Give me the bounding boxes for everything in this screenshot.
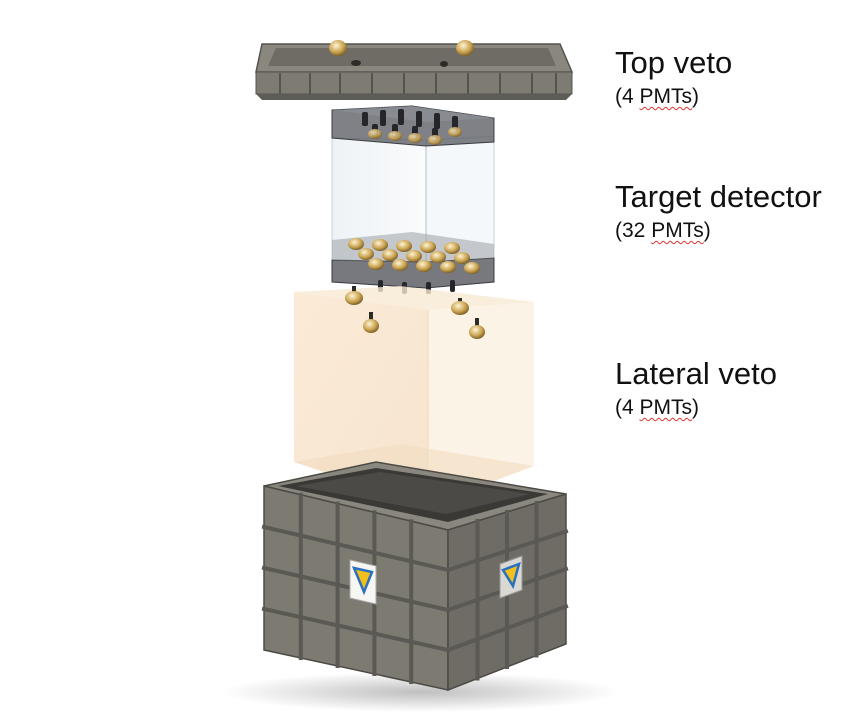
- lateral-veto-pmts: [345, 286, 485, 339]
- label-target-detector: Target detector (32 PMTs): [615, 180, 822, 244]
- label-lateral-veto: Lateral veto (4 PMTs): [615, 357, 777, 421]
- label-top-veto-title: Top veto: [615, 45, 733, 80]
- target-pmt-dome: [358, 248, 374, 260]
- outer-tank: [220, 461, 620, 712]
- target-pmt-dome: [430, 251, 446, 263]
- label-lateral-veto-pmts: (4 PMTs): [615, 396, 700, 419]
- target-top-pmts: [362, 109, 462, 145]
- label-top-veto-pmts: (4 PMTs): [615, 85, 700, 108]
- target-pmt-dome: [392, 259, 408, 271]
- tank-rib: [445, 603, 569, 653]
- tank-ribs: [261, 492, 569, 684]
- target-pmt-dome: [416, 260, 432, 272]
- target-pmt-dome: [382, 249, 398, 261]
- tank-logo-front: [349, 559, 377, 605]
- top-veto-lid: [255, 40, 574, 100]
- label-target-detector-title: Target detector: [615, 179, 822, 214]
- target-pmt-dome: [464, 262, 480, 274]
- target-pmt-dome: [396, 240, 412, 252]
- tank-logo-right: [499, 555, 523, 599]
- tank-rib: [261, 524, 451, 573]
- target-detector: [331, 105, 495, 294]
- tank-rib: [261, 606, 451, 653]
- label-lateral-veto-title: Lateral veto: [615, 356, 777, 391]
- label-target-detector-pmts: (32 PMTs): [615, 219, 711, 242]
- top-veto-ribs: [279, 73, 557, 94]
- target-pmt-dome: [372, 239, 388, 251]
- label-top-veto: Top veto (4 PMTs): [615, 46, 732, 110]
- target-pmt-dome: [368, 258, 384, 270]
- lateral-veto-volume: [294, 286, 534, 506]
- target-pmt-dome: [420, 241, 436, 253]
- target-pmt-dome: [440, 261, 456, 273]
- target-bottom-pmts: [348, 238, 480, 274]
- target-pmt-dome: [444, 242, 460, 254]
- target-pmt-dome: [348, 238, 364, 250]
- tank-rib: [445, 528, 569, 573]
- target-pmt-dome: [454, 252, 470, 264]
- top-veto-pmts: [329, 40, 474, 67]
- target-pmt-dome: [406, 250, 422, 262]
